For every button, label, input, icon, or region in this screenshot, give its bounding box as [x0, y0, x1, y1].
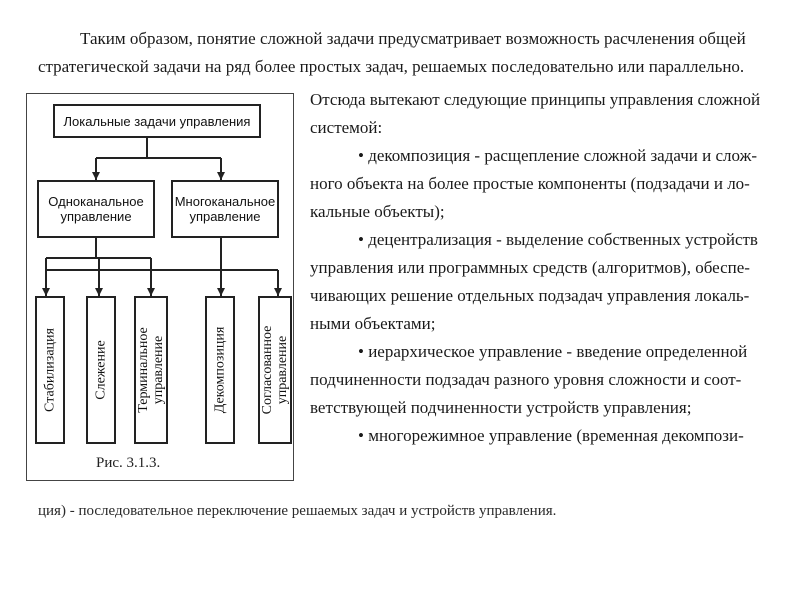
leaf-label: Согласованное управление — [260, 325, 290, 415]
body-line: • децентрализация - выделение собственны… — [358, 230, 758, 249]
body-line: ными объектами; — [310, 314, 436, 333]
bottom-line: ция) - последовательное переключение реш… — [38, 503, 557, 519]
box-stabilization: Стабилизация — [35, 296, 65, 444]
figure-caption: Рис. 3.1.3. — [96, 455, 161, 471]
body-line: подчиненности подзадач разного уровня сл… — [310, 370, 742, 389]
figure-frame — [26, 93, 294, 481]
body-line: системой: — [310, 118, 383, 137]
body-line: Отсюда вытекают следующие принципы управ… — [310, 90, 761, 109]
box-local-tasks: Локальные задачи управления — [53, 104, 261, 138]
box-tracking: Слежение — [86, 296, 116, 444]
leaf-label: Декомпозиция — [212, 326, 228, 414]
body-line: кальные объекты); — [310, 202, 445, 221]
body-line: • декомпозиция - расщепление сложной зад… — [358, 146, 757, 165]
body-line: • иерархическое управление - введение оп… — [358, 342, 748, 361]
leaf-label: Терминальное управление — [136, 327, 166, 413]
body-line: чивающих решение отдельных подзадач упра… — [310, 286, 750, 305]
body-line: ного объекта на более простые компоненты… — [310, 174, 750, 193]
intro-line-1: Таким образом, понятие сложной задачи пр… — [80, 29, 746, 48]
box-terminal-control: Терминальное управление — [134, 296, 168, 444]
box-multi-channel: Многоканальное управление — [171, 180, 279, 238]
box-single-channel: Одноканальное управление — [37, 180, 155, 238]
leaf-label: Слежение — [93, 340, 109, 400]
leaf-label: Стабилизация — [42, 328, 58, 412]
body-line: ветствующей подчиненности устройств упра… — [310, 398, 692, 417]
box-coordinated-control: Согласованное управление — [258, 296, 292, 444]
intro-line-2: стратегической задачи на ряд более прост… — [38, 57, 745, 76]
box-decomposition: Декомпозиция — [205, 296, 235, 444]
body-line: • многорежимное управление (временная де… — [358, 426, 744, 445]
body-line: управления или программных средств (алго… — [310, 258, 750, 277]
